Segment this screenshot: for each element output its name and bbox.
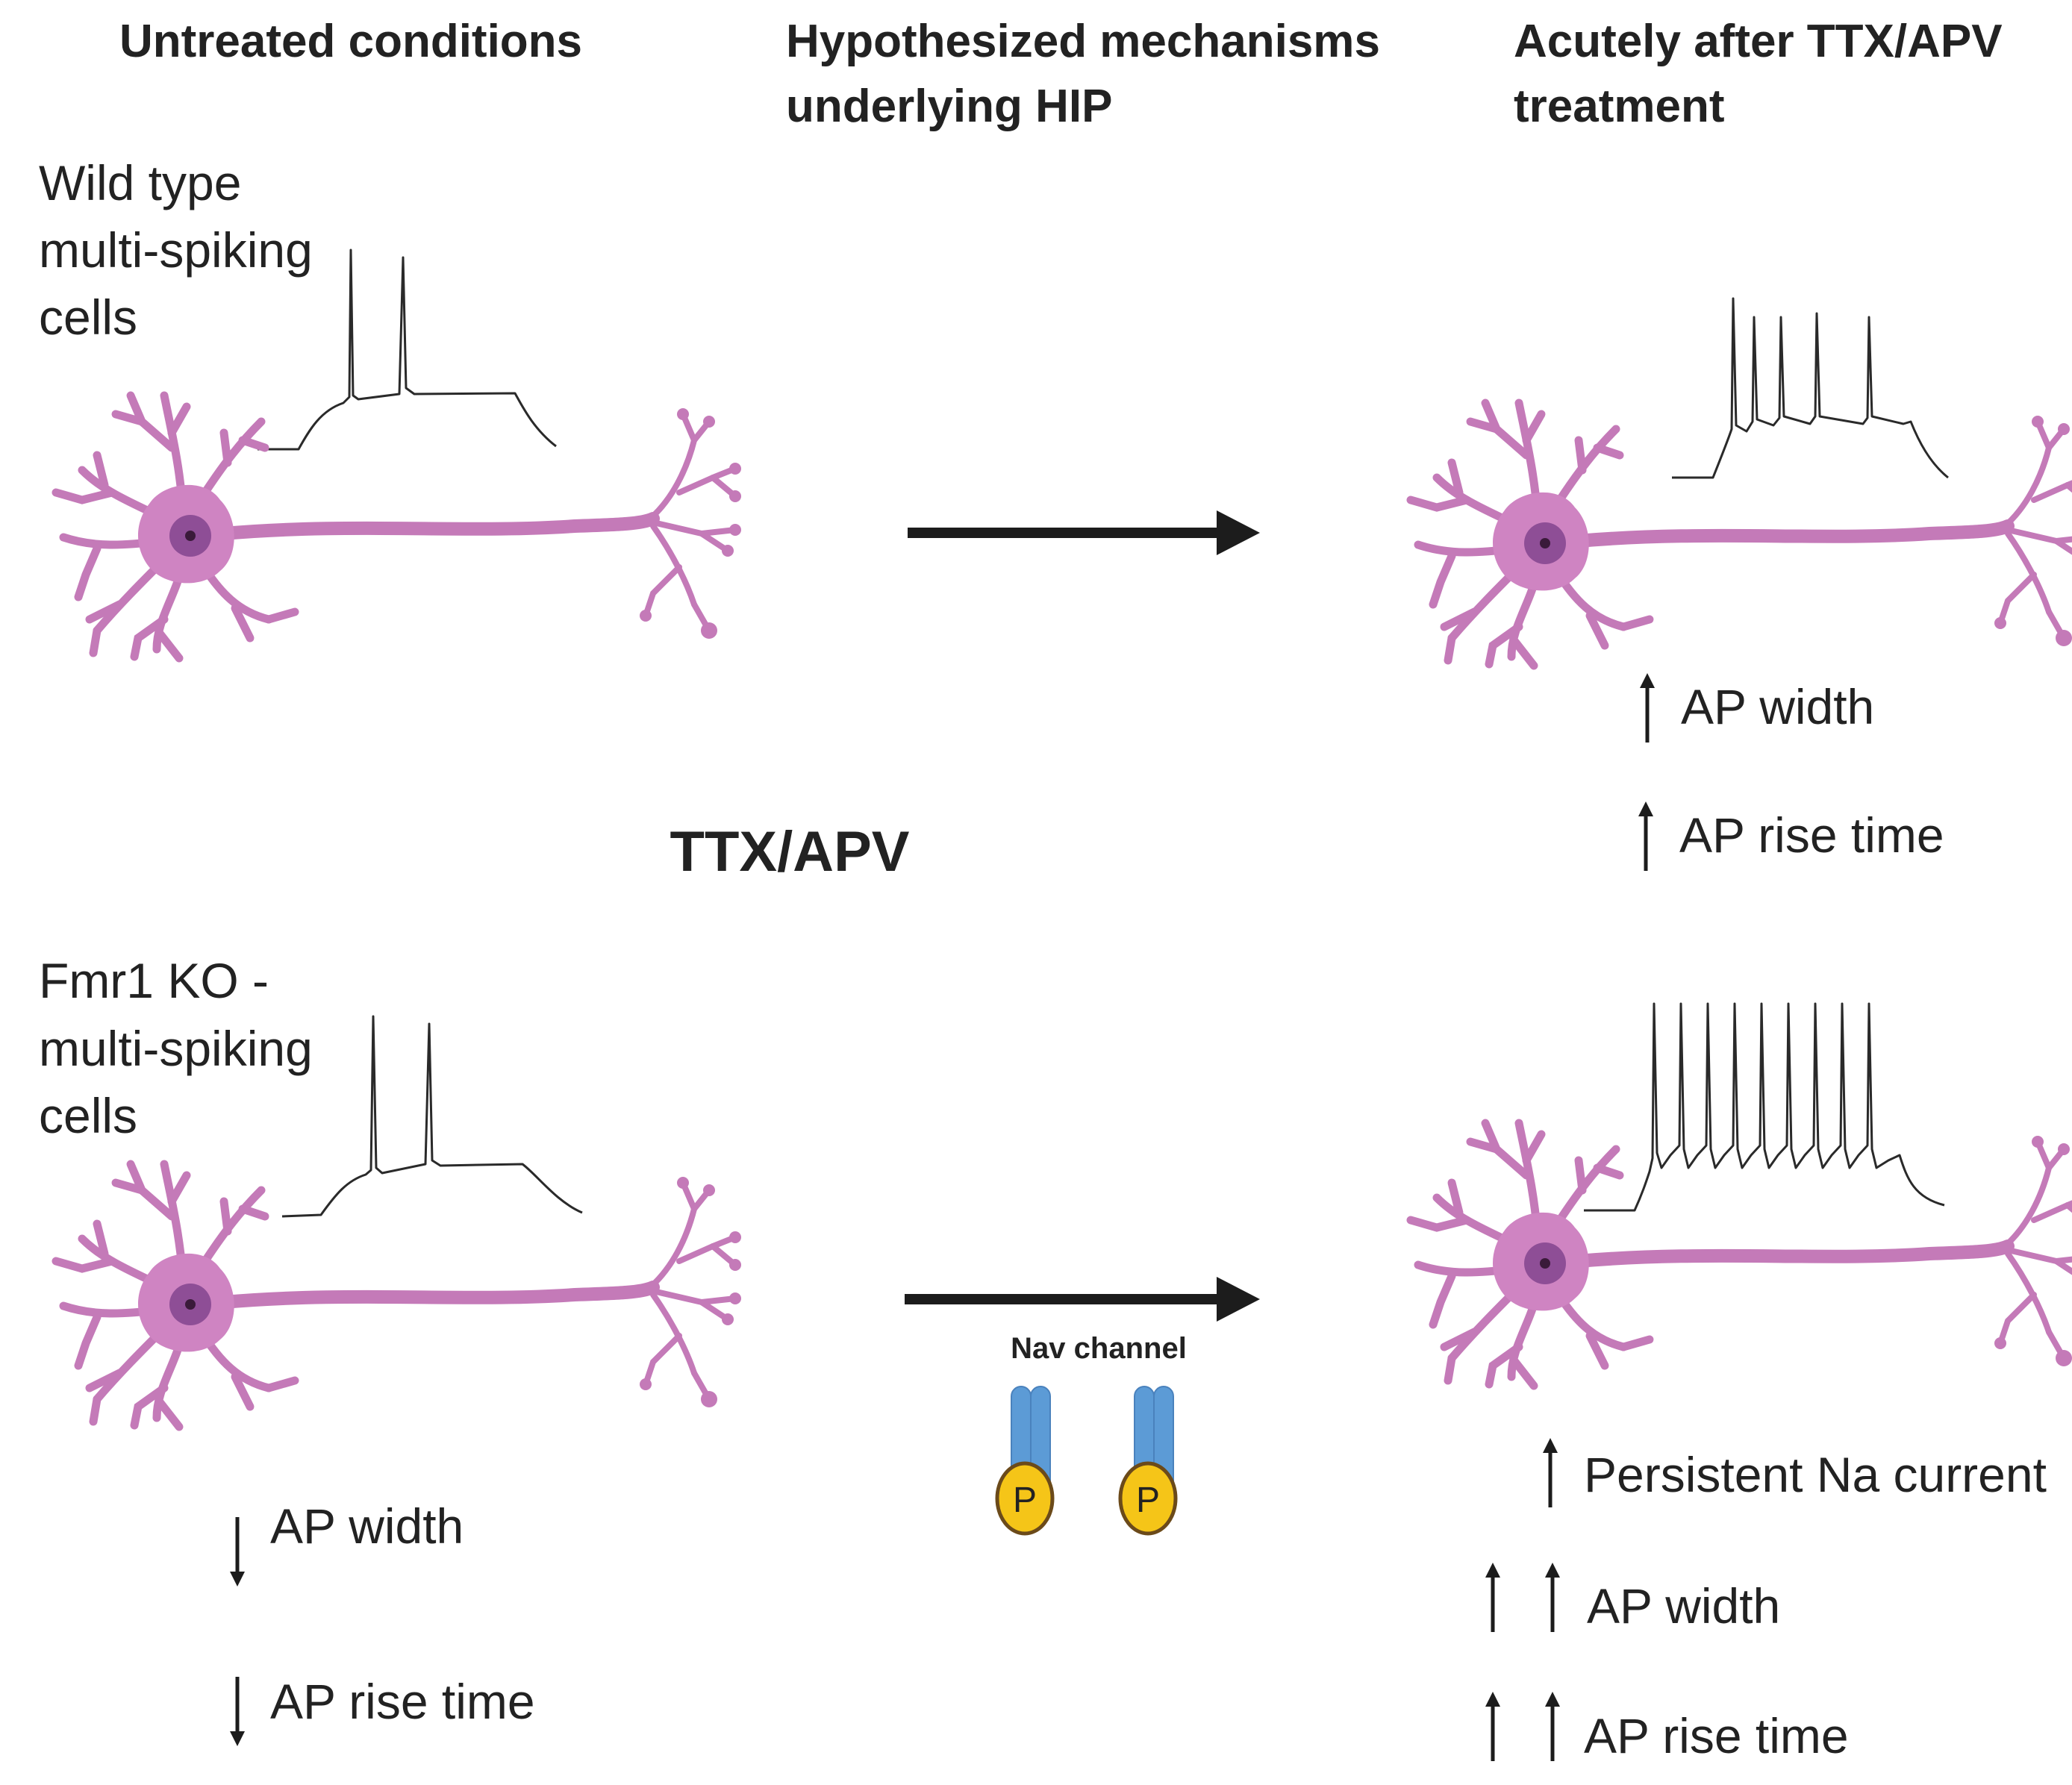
up-arrow-icon [1543, 1438, 1558, 1507]
neuron-wild-type-treated [1411, 403, 2072, 666]
fmr1-ko-condition-label: Fmr1 KO - multi-spiking cells [39, 953, 313, 1143]
up-arrow-icon [1640, 673, 1655, 743]
change-label-ap-width: AP width [1587, 1578, 1780, 1634]
spike-trace-wild-type-untreated [258, 248, 557, 451]
down-arrow-icon [230, 1677, 245, 1746]
condition-line: Wild type [39, 155, 241, 210]
condition-line: cells [39, 1088, 137, 1143]
header-mechanisms-line1: Hypothesized mechanisms [786, 16, 1380, 67]
neuron-fmr1-ko-untreated [56, 1164, 741, 1427]
change-label-ap-rise-time: AP rise time [1679, 807, 1944, 863]
change-label-ap-rise-time: AP rise time [1584, 1708, 1849, 1763]
column-headers: Untreated conditions Hypothesized mechan… [119, 16, 2003, 132]
header-untreated: Untreated conditions [119, 16, 582, 67]
condition-line: multi-spiking [39, 222, 313, 278]
up-arrow-icon [1545, 1692, 1560, 1761]
wild-type-treated-changes: AP width AP rise time [1638, 673, 1944, 871]
phospho-label: P [1013, 1481, 1037, 1520]
nav-channel-mechanism: Nav channel P P [995, 1332, 1187, 1536]
header-treated-line1: Acutely after TTX/APV [1514, 16, 2003, 67]
spike-trace-fmr1-ko-treated [1584, 1002, 1945, 1212]
treatment-label: TTX/APV [670, 820, 910, 884]
fmr1-ko-untreated-changes: AP width AP rise time [230, 1498, 535, 1746]
spike-trace-wild-type-treated [1672, 297, 1949, 479]
header-treated-line2: treatment [1514, 81, 1725, 132]
condition-line: multi-spiking [39, 1021, 313, 1076]
change-label-persistent-na-current: Persistent Na current [1584, 1447, 2047, 1502]
fmr1-ko-treated-changes: Persistent Na current AP width AP rise t… [1485, 1438, 2047, 1763]
phospho-marker: P [995, 1461, 1055, 1536]
change-label-ap-width: AP width [1681, 679, 1874, 734]
spike-trace-fmr1-ko-untreated [281, 1015, 583, 1218]
phospho-label: P [1136, 1481, 1160, 1520]
treatment-arrow-top [908, 510, 1260, 555]
condition-line: Fmr1 KO - [39, 953, 269, 1008]
change-label-ap-width: AP width [270, 1498, 464, 1554]
up-arrow-icon [1638, 801, 1653, 871]
phospho-marker: P [1118, 1461, 1178, 1536]
up-arrow-icon [1545, 1563, 1560, 1632]
neuron-wild-type-untreated [56, 396, 741, 658]
treatment-arrow-bottom [905, 1277, 1260, 1322]
change-label-ap-rise-time: AP rise time [270, 1674, 535, 1729]
down-arrow-icon [230, 1517, 245, 1587]
nav-channel-title: Nav channel [1011, 1332, 1187, 1365]
up-arrow-icon [1485, 1692, 1500, 1761]
condition-line: cells [39, 290, 137, 345]
up-arrow-icon [1485, 1563, 1500, 1632]
header-mechanisms-line2: underlying HIP [786, 81, 1112, 132]
wild-type-condition-label: Wild type multi-spiking cells [39, 155, 313, 345]
